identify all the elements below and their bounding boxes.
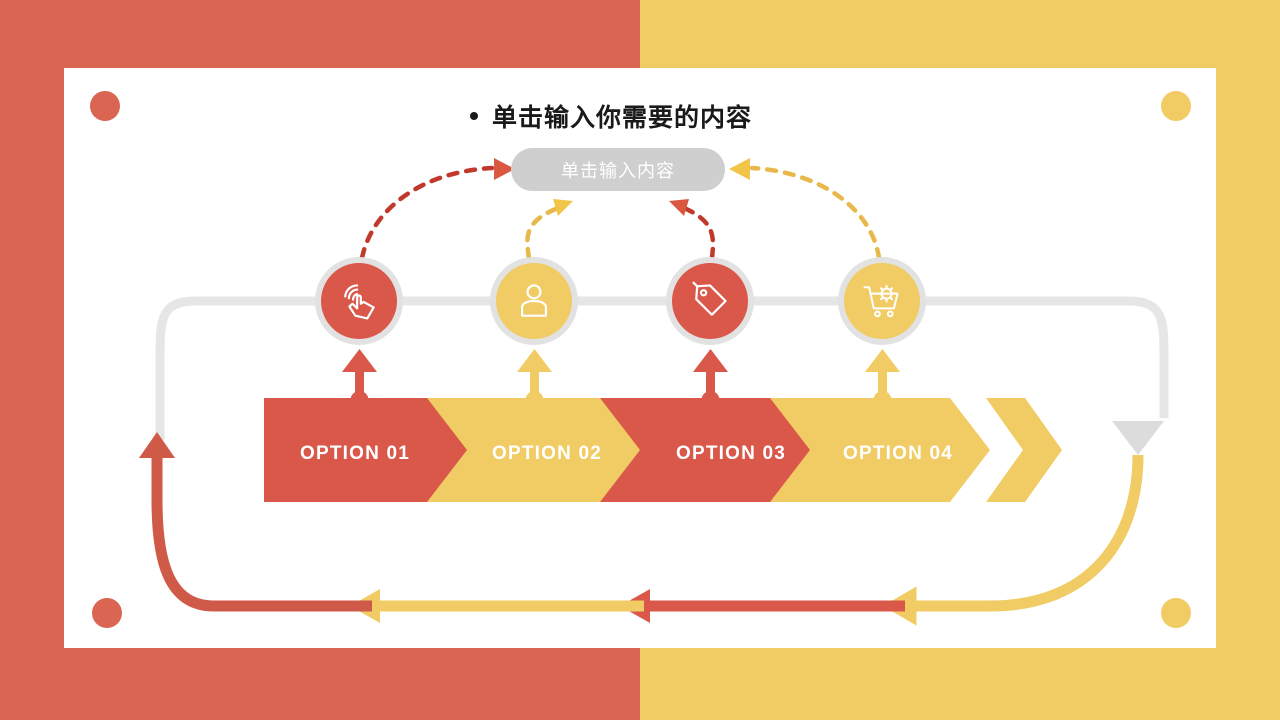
corner-dot-top-left [90,91,120,121]
chevron-bar [264,398,1062,502]
price-tag-icon [692,281,727,316]
dashed-arrow-node-1 [359,158,515,261]
chevron-label-02[interactable]: OPTION 02 [492,443,603,464]
chevron-label-04[interactable]: OPTION 04 [843,443,954,464]
dashed-arrow-node-3 [669,199,716,261]
user-person-icon [520,284,548,317]
page-title-text: 单击输入你需要的内容 [492,104,753,132]
center-pill-label: 单击输入内容 [561,160,675,181]
node-circle-02[interactable] [496,263,572,339]
corner-dot-top-right [1161,91,1191,121]
return-loop-arrow [139,432,1144,626]
chevron-label-01[interactable]: OPTION 01 [300,443,411,464]
node-circle-01[interactable] [321,263,397,339]
dashed-arrow-node-4 [729,158,882,261]
page-title: 单击输入你需要的内容 [470,98,752,134]
node-circle-03[interactable] [672,263,748,339]
center-pill-button[interactable]: 单击输入内容 [511,148,725,191]
chevron-label-03[interactable]: OPTION 03 [676,443,787,464]
bullet-dot-icon [470,112,478,120]
dashed-arrow-node-2 [525,199,573,261]
node-circle-04[interactable] [844,263,920,339]
corner-dot-bottom-left [92,598,122,628]
corner-dot-bottom-right [1161,598,1191,628]
cart-gear-icon [863,284,899,318]
click-hand-icon [344,284,375,320]
